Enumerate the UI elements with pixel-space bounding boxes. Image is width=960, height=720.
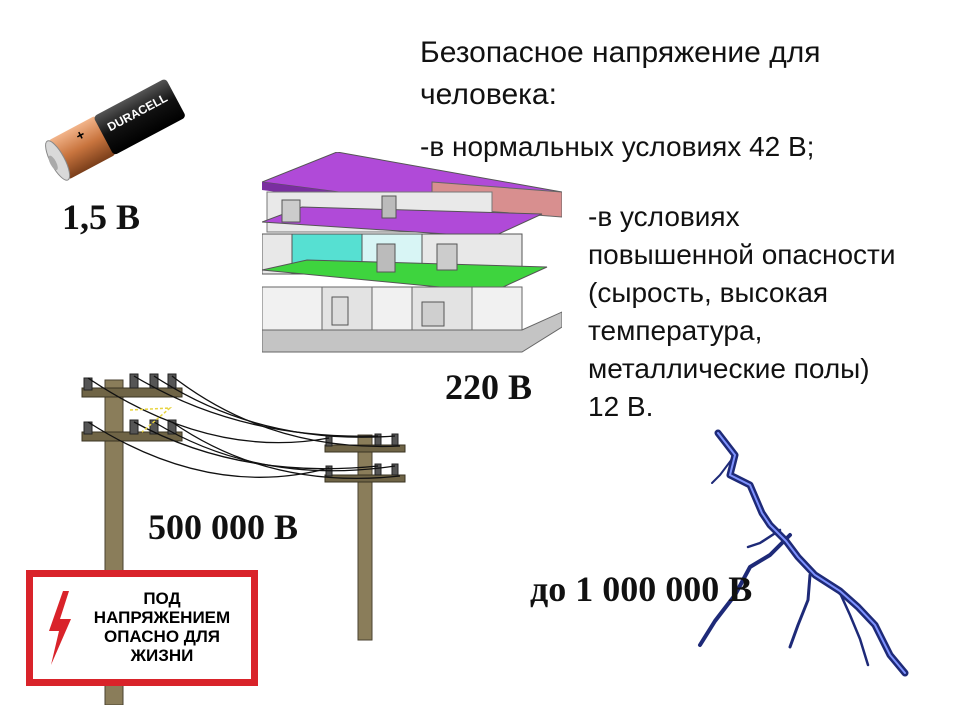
lightning-voltage-label: до 1 000 000 В [530,569,753,609]
high-danger-line-1: -в условиях [588,201,740,232]
house-illustration [262,152,562,353]
lightning-bolt-icon [49,591,71,665]
high-danger-line-6: 12 В. [588,391,654,422]
warning-sign-text: ПОД НАПРЯЖЕНИЕМ ОПАСНО ДЛЯ ЖИЗНИ [77,589,247,665]
warning-sign-inner: ПОД НАПРЯЖЕНИЕМ ОПАСНО ДЛЯ ЖИЗНИ [33,577,251,679]
high-danger-text: -в условиях повышенной опасности (сырост… [588,198,958,426]
high-danger-line-4: температура, [588,315,763,346]
high-danger-line-3: (сырость, высокая [588,277,829,308]
safe-voltage-heading: Безопасное напряжение для человека: [420,32,950,116]
normal-conditions-text: -в нормальных условиях 42 В; [420,131,815,162]
high-danger-line-2: повышенной опасности [588,239,896,270]
battery-voltage-label: 1,5 В [62,197,141,237]
power-line-voltage-label: 500 000 В [148,507,299,547]
high-danger-line-5: металлические полы) [588,353,870,384]
warning-line-4: ЖИЗНИ [130,646,194,665]
lightning-illustration [698,429,909,677]
high-voltage-warning-sign: ПОД НАПРЯЖЕНИЕМ ОПАСНО ДЛЯ ЖИЗНИ [26,570,258,686]
warning-line-2: НАПРЯЖЕНИЕМ [93,608,231,627]
heading-line-2: человека: [420,78,557,111]
house-voltage-label: 220 В [445,367,533,407]
warning-line-1: ПОД [143,589,181,608]
heading-line-1: Безопасное напряжение для [420,36,821,69]
battery-illustration: DURACELL + [45,79,185,181]
warning-line-3: ОПАСНО ДЛЯ [103,627,221,646]
